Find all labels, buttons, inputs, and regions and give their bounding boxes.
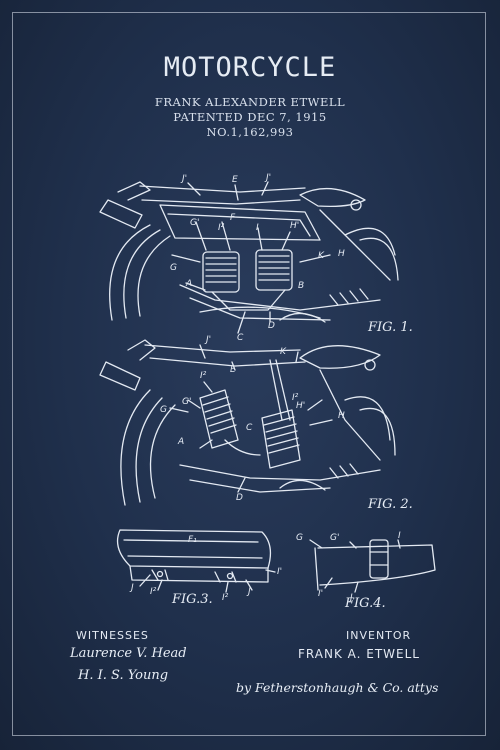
svg-text:I²: I² [222, 593, 229, 603]
svg-text:H: H [338, 411, 345, 421]
inventor-label: INVENTOR [346, 629, 412, 642]
inventor-line: FRANK ALEXANDER ETWELL [154, 95, 346, 109]
witness-signature-2: H. I. S. Young [78, 668, 169, 683]
svg-text:G: G [170, 263, 177, 273]
svg-text:B: B [298, 281, 304, 291]
svg-text:J: J [129, 583, 134, 593]
svg-text:J': J' [180, 174, 187, 184]
svg-text:I: I [398, 531, 401, 541]
svg-text:E: E [230, 365, 236, 375]
svg-text:G: G [160, 405, 167, 415]
svg-text:H': H' [296, 401, 305, 411]
svg-text:D: D [268, 321, 275, 331]
svg-text:F: F [230, 213, 236, 223]
svg-text:I: I [256, 223, 259, 233]
poster-title: MOTORCYCLE [163, 52, 337, 83]
svg-text:J: J [348, 593, 353, 603]
fig3-tank-drawing [116, 529, 276, 593]
svg-text:I': I' [318, 589, 323, 599]
witness-signature-1: Laurence V. Head [70, 646, 187, 661]
svg-text:G: G [296, 533, 303, 543]
svg-text:G': G' [330, 533, 339, 543]
inventor-name: FRANK A. ETWELL [298, 647, 420, 661]
patent-number: NO.1,162,993 [206, 125, 294, 139]
svg-text:E: E [232, 175, 238, 185]
svg-text:G': G' [190, 218, 199, 228]
svg-text:H: H [338, 249, 345, 259]
svg-text:I²: I² [200, 371, 207, 381]
svg-text:D: D [236, 493, 243, 503]
svg-text:I²: I² [218, 223, 225, 233]
svg-text:J': J' [204, 335, 211, 345]
witnesses-label: WITNESSES [76, 629, 149, 642]
fig1-caption: FIG. 1. [368, 320, 413, 335]
fig3-caption: FIG.3. [172, 592, 213, 607]
svg-text:A: A [177, 437, 184, 447]
svg-text:H': H' [290, 221, 299, 231]
svg-text:F₁: F₁ [188, 535, 197, 545]
svg-text:A: A [185, 279, 192, 289]
svg-text:G': G' [182, 397, 191, 407]
svg-text:K: K [318, 251, 325, 261]
fig4-clamp-drawing [309, 539, 436, 593]
svg-text:I²: I² [292, 393, 299, 403]
svg-text:J: J [246, 587, 251, 597]
fig1-motorcycle-drawing [99, 181, 399, 334]
fig2-caption: FIG. 2. [368, 497, 413, 512]
svg-text:J': J' [264, 173, 271, 183]
svg-text:K: K [280, 347, 287, 357]
attorney-signature: by Fetherstonhaugh & Co. attys [236, 680, 439, 695]
patent-date: PATENTED DEC 7, 1915 [173, 110, 327, 124]
svg-text:I': I' [277, 567, 282, 577]
svg-text:I²: I² [150, 587, 157, 597]
poster-border [12, 12, 486, 736]
svg-text:C: C [246, 423, 253, 433]
fig4-caption: FIG.4. [345, 596, 386, 611]
svg-text:C: C [237, 333, 244, 343]
fig2-motorcycle-drawing [99, 339, 396, 506]
